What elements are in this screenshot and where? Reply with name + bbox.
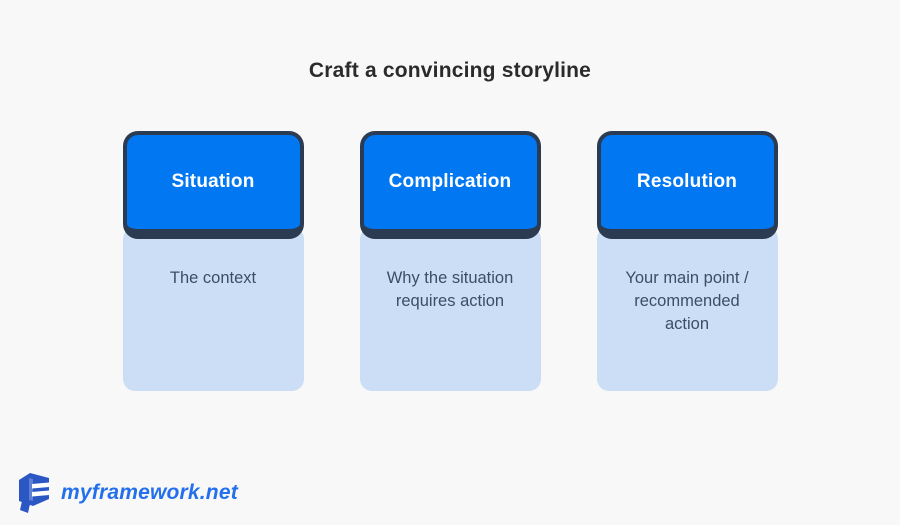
card-complication-header: Complication [359, 131, 541, 239]
card-situation-body: The context [122, 227, 304, 391]
card-resolution-label: Resolution [636, 171, 738, 192]
card-complication: Complication Why the situation requires … [359, 131, 541, 391]
brand-footer: myframework.net [15, 472, 238, 514]
card-complication-body: Why the situation requires action [359, 227, 541, 391]
brand-name: myframework.net [61, 481, 238, 504]
card-situation: Situation The context [122, 131, 304, 391]
card-situation-header: Situation [122, 131, 304, 239]
card-resolution-header: Resolution [596, 131, 778, 239]
page-title: Craft a convincing storyline [308, 59, 592, 82]
card-situation-description: The context [169, 269, 257, 287]
card-situation-label: Situation [171, 171, 255, 192]
cube-logo-icon [19, 473, 49, 513]
card-complication-description: Why the situation requires action [386, 269, 514, 310]
storyline-cards-row: Situation The context Complication Why t… [0, 131, 900, 391]
card-resolution-body: Your main point / recommended action [596, 227, 778, 391]
card-complication-label: Complication [388, 171, 512, 192]
card-resolution-description: Your main point / recommended action [625, 269, 749, 333]
card-resolution: Resolution Your main point / recommended… [596, 131, 778, 391]
